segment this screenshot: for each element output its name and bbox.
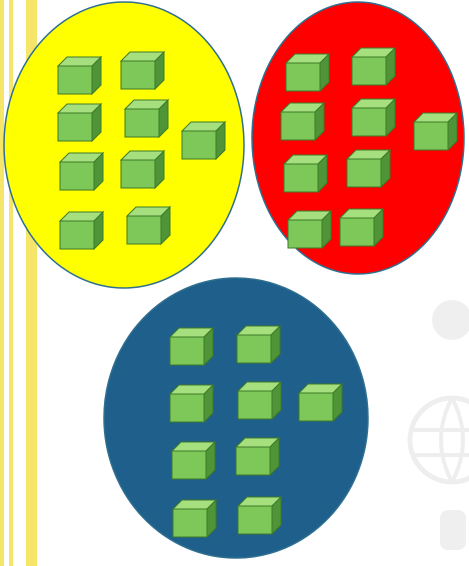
cube-front-face	[352, 57, 386, 85]
cube-icon	[170, 328, 213, 365]
margin-stripe	[0, 0, 4, 566]
cube-front-face	[125, 109, 159, 137]
cube-icon	[281, 103, 324, 140]
cube-icon	[127, 207, 170, 244]
cube-front-face	[238, 391, 272, 419]
cube-front-face	[170, 394, 204, 422]
cube-icon	[121, 151, 164, 188]
cube-icon	[288, 211, 331, 248]
cube-front-face	[121, 160, 155, 188]
cube-front-face	[352, 108, 386, 136]
cube-icon	[238, 382, 281, 419]
margin-stripe	[9, 0, 13, 566]
cube-front-face	[172, 451, 206, 479]
cube-icon	[236, 438, 279, 475]
cube-front-face	[299, 393, 333, 421]
cube-front-face	[340, 218, 374, 246]
cube-front-face	[60, 221, 94, 249]
cube-icon	[352, 99, 395, 136]
cube-front-face	[237, 335, 271, 363]
cube-front-face	[170, 337, 204, 365]
cube-front-face	[60, 162, 94, 190]
cube-icon	[173, 500, 216, 537]
cube-icon	[172, 442, 215, 479]
cube-front-face	[414, 122, 448, 150]
cube-icon	[182, 122, 225, 159]
cube-icon	[170, 385, 213, 422]
yellow-set	[4, 2, 244, 288]
cube-front-face	[347, 159, 381, 187]
cube-icon	[347, 150, 390, 187]
cube-icon	[125, 100, 168, 137]
cube-front-face	[284, 164, 318, 192]
cube-front-face	[182, 131, 216, 159]
cube-front-face	[238, 506, 272, 534]
cube-icon	[60, 153, 103, 190]
watermark-figure	[440, 510, 466, 550]
cube-front-face	[121, 61, 155, 89]
cube-front-face	[281, 112, 315, 140]
cube-icon	[58, 57, 101, 94]
cube-icon	[237, 326, 280, 363]
cube-icon	[60, 212, 103, 249]
cube-icon	[121, 52, 164, 89]
cube-icon	[299, 384, 342, 421]
cube-front-face	[173, 509, 207, 537]
cube-front-face	[236, 447, 270, 475]
cube-icon	[286, 54, 329, 91]
cube-icon	[352, 48, 395, 85]
cube-icon	[284, 155, 327, 192]
cube-icon	[414, 113, 457, 150]
blue-set	[104, 278, 368, 558]
cube-icon	[238, 497, 281, 534]
cube-icon	[340, 209, 383, 246]
cube-front-face	[288, 220, 322, 248]
cube-front-face	[127, 216, 161, 244]
cube-front-face	[58, 66, 92, 94]
cube-icon	[58, 104, 101, 141]
cube-front-face	[286, 63, 320, 91]
cube-front-face	[58, 113, 92, 141]
red-set	[252, 2, 464, 274]
